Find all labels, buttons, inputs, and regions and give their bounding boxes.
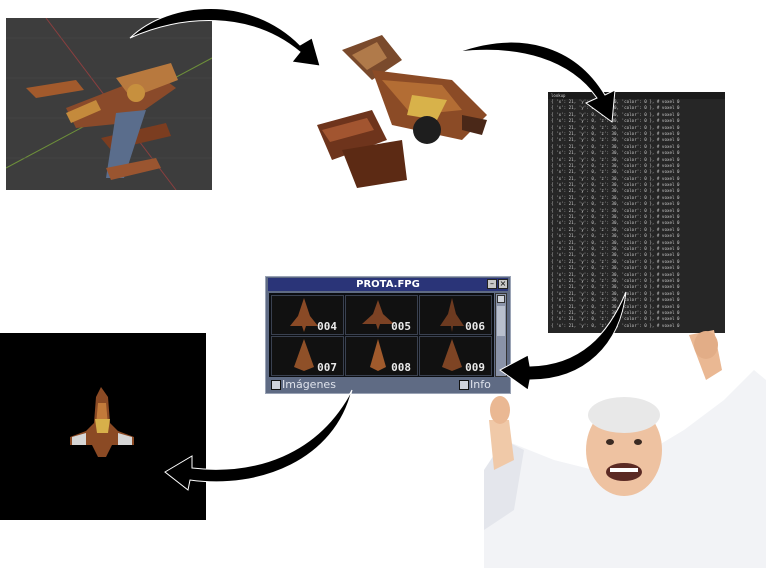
code-line: { 'x': 21, 'y': 0, 'z': 30, 'color': 0 }… [551, 239, 680, 245]
images-toggle[interactable]: Imágenes [271, 378, 336, 392]
close-button[interactable]: × [498, 279, 508, 289]
code-line: { 'x': 21, 'y': 0, 'z': 30, 'color': 0 }… [551, 220, 680, 226]
code-line: { 'x': 21, 'y': 0, 'z': 30, 'color': 0 }… [551, 322, 680, 328]
info-label: Info [470, 378, 491, 391]
code-line: { 'x': 21, 'y': 0, 'z': 30, 'color': 0 }… [551, 271, 680, 277]
code-line: { 'x': 21, 'y': 0, 'z': 30, 'color': 0 }… [551, 175, 680, 181]
sprite-grid: 004 005 006 007 008 009 [269, 293, 494, 377]
code-line: { 'x': 21, 'y': 0, 'z': 30, 'color': 0 }… [551, 169, 680, 175]
code-line: { 'x': 21, 'y': 0, 'z': 30, 'color': 0 }… [551, 150, 680, 156]
voxel-code-panel: lookup { 'x': 21, 'y': 0, 'z': 30, 'colo… [548, 92, 725, 333]
code-line: { 'x': 21, 'y': 0, 'z': 30, 'color': 0 }… [551, 214, 680, 220]
sprite-ship-icon [70, 387, 134, 457]
code-line: { 'x': 21, 'y': 0, 'z': 30, 'color': 0 }… [551, 245, 680, 251]
fpg-window[interactable]: PROTA.FPG – × 004 005 006 007 008 009 Im… [265, 276, 511, 394]
final-sprite-panel [0, 333, 206, 520]
sprite-number: 009 [465, 361, 485, 374]
ship-sprite-icon [370, 339, 386, 371]
blender-3d-ship-icon [6, 18, 212, 190]
ship-sprite-icon [362, 300, 394, 330]
code-line: { 'x': 21, 'y': 0, 'z': 30, 'color': 0 }… [551, 207, 680, 213]
code-line: { 'x': 21, 'y': 0, 'z': 30, 'color': 0 }… [551, 226, 680, 232]
code-line: { 'x': 21, 'y': 0, 'z': 30, 'color': 0 }… [551, 130, 680, 136]
minimize-button[interactable]: – [487, 279, 497, 289]
checkbox-icon[interactable] [271, 380, 281, 390]
code-line: { 'x': 21, 'y': 0, 'z': 30, 'color': 0 }… [551, 258, 680, 264]
sprite-cell[interactable]: 008 [345, 336, 418, 376]
fpg-footer: Imágenes Info [269, 378, 507, 392]
ship-sprite-icon [294, 339, 314, 371]
sprite-number: 005 [391, 320, 411, 333]
sprite-cell[interactable]: 009 [419, 336, 492, 376]
fpg-window-title[interactable]: PROTA.FPG [268, 278, 508, 291]
sprite-cell[interactable]: 004 [271, 295, 344, 335]
cheering-man-icon [484, 330, 766, 568]
code-line: { 'x': 21, 'y': 0, 'z': 30, 'color': 0 }… [551, 284, 680, 290]
ship-sprite-icon [290, 298, 318, 332]
code-line: { 'x': 21, 'y': 0, 'z': 30, 'color': 0 }… [551, 182, 680, 188]
code-line: { 'x': 21, 'y': 0, 'z': 30, 'color': 0 }… [551, 188, 680, 194]
code-line: { 'x': 21, 'y': 0, 'z': 30, 'color': 0 }… [551, 194, 680, 200]
checkbox-icon[interactable] [459, 380, 469, 390]
code-line: { 'x': 21, 'y': 0, 'z': 30, 'color': 0 }… [551, 233, 680, 239]
voxel-ship-icon [317, 35, 487, 188]
code-line: { 'x': 21, 'y': 0, 'z': 30, 'color': 0 }… [551, 137, 680, 143]
code-line: { 'x': 21, 'y': 0, 'z': 30, 'color': 0 }… [551, 124, 680, 130]
code-line: { 'x': 21, 'y': 0, 'z': 30, 'color': 0 }… [551, 143, 680, 149]
sprite-cell[interactable]: 006 [419, 295, 492, 335]
ship-sprite-icon [442, 339, 462, 371]
sprite-number: 004 [317, 320, 337, 333]
code-line: { 'x': 21, 'y': 0, 'z': 30, 'color': 0 }… [551, 265, 680, 271]
images-label: Imágenes [282, 378, 336, 391]
code-line: { 'x': 21, 'y': 0, 'z': 30, 'color': 0 }… [551, 252, 680, 258]
code-lines: { 'x': 21, 'y': 0, 'z': 30, 'color': 0 }… [548, 99, 725, 329]
ship-sprite-icon [440, 298, 464, 332]
sprite-cell[interactable]: 005 [345, 295, 418, 335]
scroll-up-icon[interactable] [497, 295, 505, 303]
code-line: { 'x': 21, 'y': 0, 'z': 30, 'color': 0 }… [551, 201, 680, 207]
sprite-number: 008 [391, 361, 411, 374]
blender-render-panel [6, 18, 212, 190]
cheering-man-panel [484, 330, 766, 568]
sprite-number: 006 [465, 320, 485, 333]
voxel-ship-panel [312, 30, 498, 188]
code-header: lookup [548, 92, 725, 99]
code-line: { 'x': 21, 'y': 0, 'z': 30, 'color': 0 }… [551, 156, 680, 162]
code-line: { 'x': 21, 'y': 0, 'z': 30, 'color': 0 }… [551, 162, 680, 168]
code-line: { 'x': 21, 'y': 0, 'z': 30, 'color': 0 }… [551, 277, 680, 283]
sprite-number: 007 [317, 361, 337, 374]
sprite-cell[interactable]: 007 [271, 336, 344, 376]
info-toggle[interactable]: Info [459, 378, 491, 392]
